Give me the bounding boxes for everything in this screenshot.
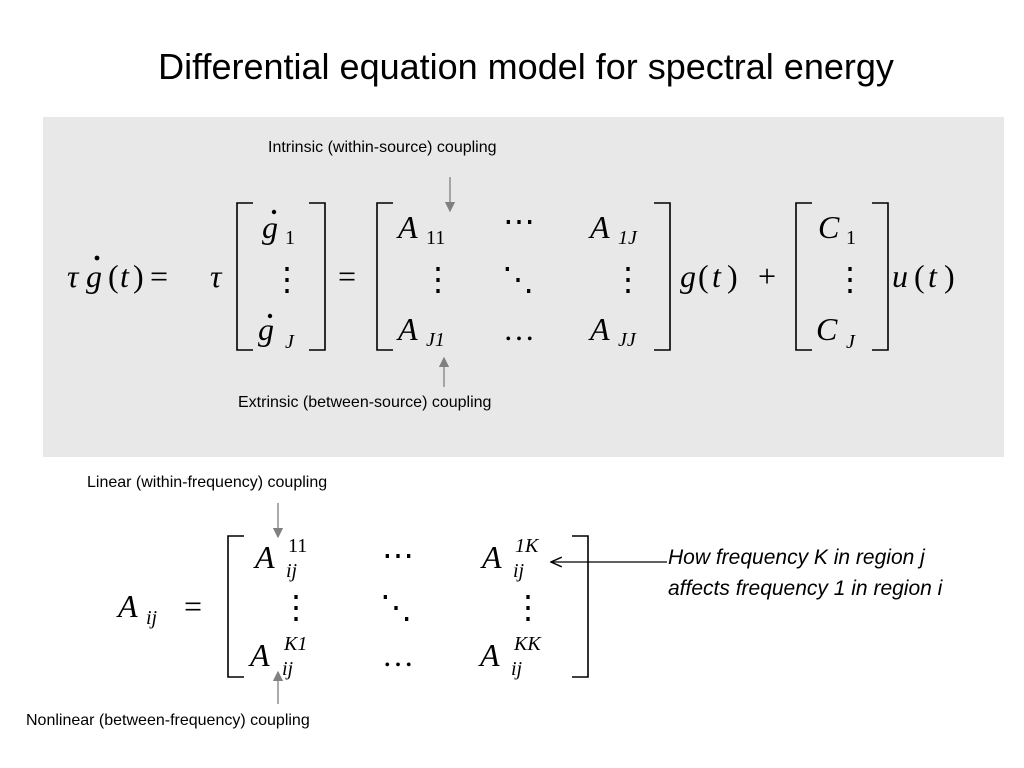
svg-text:A: A xyxy=(116,588,138,624)
svg-text:⋯: ⋯ xyxy=(382,537,414,573)
coupling-matrix-equation: A ij = A 11 ij ⋯ A 1K ij ⋮ ⋱ ⋮ A K1 ij …… xyxy=(116,535,589,680)
svg-text:g: g xyxy=(262,209,278,245)
svg-text:A: A xyxy=(253,539,275,575)
svg-text:J: J xyxy=(285,331,295,353)
svg-text:g: g xyxy=(86,258,102,294)
svg-text:g: g xyxy=(680,258,696,294)
frequency-annotation: How frequency K in region j affects freq… xyxy=(668,546,943,600)
nonlinear-coupling-label: Nonlinear (between-frequency) coupling xyxy=(26,712,310,729)
svg-text:=: = xyxy=(184,588,202,624)
slide-title: Differential equation model for spectral… xyxy=(158,46,894,87)
svg-text:A: A xyxy=(588,209,610,245)
equation-panel xyxy=(43,117,1004,457)
svg-text:t: t xyxy=(712,258,722,294)
svg-text:1: 1 xyxy=(846,227,856,249)
state-equation: τ g ( t ) = τ g 1 ⋮ g J = A 11 ⋯ A 1J ⋮ … xyxy=(67,202,955,353)
svg-text:ij: ij xyxy=(146,607,158,629)
svg-text:⋮: ⋮ xyxy=(280,589,312,625)
svg-text:u: u xyxy=(892,258,908,294)
svg-text:(: ( xyxy=(698,258,709,294)
svg-text:(: ( xyxy=(914,258,925,294)
svg-text:ij: ij xyxy=(282,658,294,680)
svg-text:⋮: ⋮ xyxy=(612,261,644,297)
svg-text:+: + xyxy=(758,258,776,294)
svg-text:A: A xyxy=(396,209,418,245)
svg-text:τ: τ xyxy=(67,258,80,294)
svg-text:…: … xyxy=(382,637,414,673)
svg-text:A: A xyxy=(588,311,610,347)
svg-text:J: J xyxy=(846,331,856,353)
svg-text:1K: 1K xyxy=(515,535,540,557)
svg-text:t: t xyxy=(928,258,938,294)
svg-text:τ: τ xyxy=(210,258,223,294)
svg-text:⋯: ⋯ xyxy=(503,203,535,239)
svg-text:11: 11 xyxy=(426,227,445,249)
svg-text:J1: J1 xyxy=(426,329,445,351)
svg-text:11: 11 xyxy=(288,535,307,557)
svg-text:ij: ij xyxy=(511,658,523,680)
svg-text:): ) xyxy=(944,258,955,294)
svg-text:C: C xyxy=(818,209,840,245)
svg-text:A: A xyxy=(478,637,500,673)
svg-text:ij: ij xyxy=(513,560,525,582)
svg-text:A: A xyxy=(248,637,270,673)
svg-text:=: = xyxy=(338,258,356,294)
svg-text:1: 1 xyxy=(285,227,295,249)
svg-text:1J: 1J xyxy=(618,227,638,249)
svg-text:…: … xyxy=(503,311,535,347)
svg-text:C: C xyxy=(816,311,838,347)
svg-text:JJ: JJ xyxy=(618,329,637,351)
svg-text:K1: K1 xyxy=(283,633,307,655)
svg-text:ij: ij xyxy=(286,560,298,582)
svg-text:⋮: ⋮ xyxy=(271,261,303,297)
svg-text:): ) xyxy=(133,258,144,294)
svg-text:A: A xyxy=(396,311,418,347)
svg-text:): ) xyxy=(727,258,738,294)
svg-text:⋮: ⋮ xyxy=(422,261,454,297)
svg-text:⋱: ⋱ xyxy=(380,589,412,625)
linear-coupling-label: Linear (within-frequency) coupling xyxy=(87,474,328,491)
svg-text:KK: KK xyxy=(513,633,542,655)
svg-text:⋮: ⋮ xyxy=(834,261,866,297)
svg-text:⋱: ⋱ xyxy=(502,261,534,297)
extrinsic-coupling-label: Extrinsic (between-source) coupling xyxy=(238,394,492,411)
svg-text:⋮: ⋮ xyxy=(512,589,544,625)
svg-text:(: ( xyxy=(108,258,119,294)
svg-text:=: = xyxy=(150,258,168,294)
svg-text:A: A xyxy=(480,539,502,575)
svg-text:t: t xyxy=(120,258,130,294)
intrinsic-coupling-label: Intrinsic (within-source) coupling xyxy=(268,139,497,156)
svg-text:g: g xyxy=(258,311,274,347)
